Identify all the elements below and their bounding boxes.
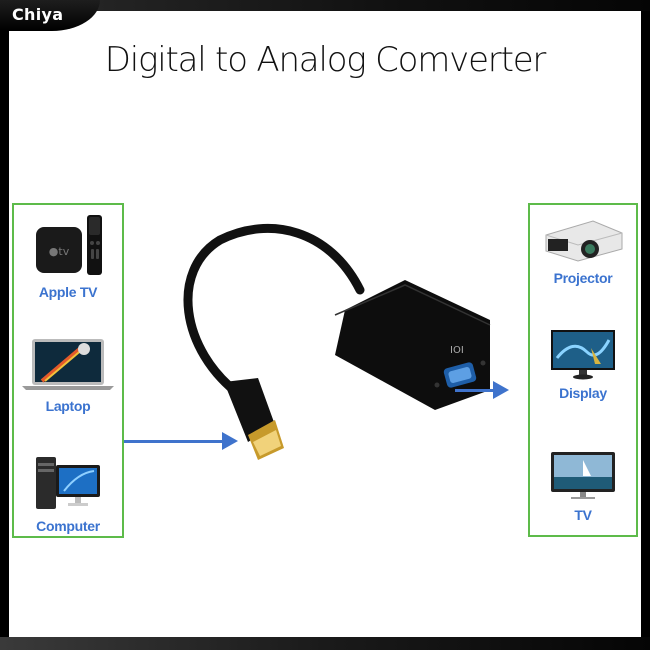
device-label: Computer bbox=[36, 518, 100, 534]
device-tv: TV bbox=[530, 450, 636, 523]
device-laptop: Laptop bbox=[14, 335, 122, 414]
device-projector: Projector bbox=[530, 213, 636, 286]
device-computer: Computer bbox=[14, 453, 122, 534]
brand-name: Chiya bbox=[12, 5, 64, 24]
input-arrow bbox=[124, 432, 238, 450]
device-label: Projector bbox=[553, 270, 613, 286]
output-devices-panel: Projector Display TV bbox=[528, 203, 638, 537]
device-label: Display bbox=[559, 385, 607, 401]
frame-top bbox=[0, 0, 650, 11]
page-title: Digital to Analog Comverter bbox=[104, 40, 547, 80]
laptop-icon bbox=[22, 339, 114, 390]
tv-icon bbox=[551, 452, 615, 499]
apple-tv-icon: ●tv bbox=[36, 215, 102, 275]
monitor-icon bbox=[551, 330, 615, 380]
svg-text:●tv: ●tv bbox=[49, 245, 70, 258]
frame-bottom bbox=[0, 637, 650, 650]
device-apple-tv: ●tv Apple TV bbox=[14, 213, 122, 300]
device-display: Display bbox=[530, 328, 636, 401]
projector-icon bbox=[545, 220, 623, 262]
svg-text:IOI: IOI bbox=[450, 345, 464, 356]
device-label: Apple TV bbox=[38, 284, 98, 300]
device-label: TV bbox=[574, 507, 592, 523]
hdmi-vga-adapter-image: IOI bbox=[183, 223, 491, 460]
device-label: Laptop bbox=[45, 398, 91, 414]
output-arrow bbox=[455, 381, 509, 399]
input-devices-panel: ●tv Apple TV Laptop Com bbox=[12, 203, 124, 538]
desktop-computer-icon bbox=[36, 457, 100, 509]
